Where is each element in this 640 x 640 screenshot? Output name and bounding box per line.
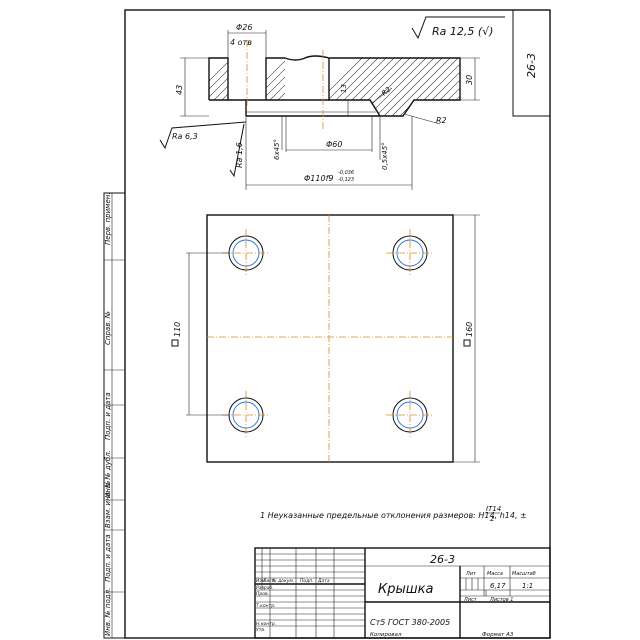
section-view: Φ26 4 отв 43 30 13 R2 R2 6х45° Φ60 0,5х4… [159,23,480,190]
row-label-doc: № докум. [271,578,294,584]
row-label-date: Дата [317,578,330,584]
role-ncontrol: Н.контр. [256,621,276,627]
note-text: 1 Неуказанные предельные отклонения разм… [260,511,527,520]
roughness-general: Ra 12,5 (√) [411,16,505,40]
role-checker: Пров. [256,591,269,597]
side-stamp-7: Инв. № подл. [104,588,112,636]
dim-d110: Φ110f9 [304,174,333,183]
drawing-number-top: 26-3 [525,53,538,78]
dim-chamfer-6x45: 6х45° [273,139,281,160]
technical-note: 1 Неуказанные предельные отклонения разм… [260,505,527,523]
plate-outline [206,214,454,463]
row-label-izm: Изм [256,578,266,584]
dim-d110-lower: -0,123 [338,177,354,183]
sheets-label: Листов 1 [489,597,513,603]
dim-sq110: 110 [173,322,182,337]
number-box [512,9,551,117]
side-stamp-strip [103,192,126,639]
dim-chamfer-05x45: 0,5х45° [381,142,389,170]
part-name: Крышка [378,582,433,597]
dim-r2-b: R2 [436,116,447,125]
side-stamp-5: Взам. инв. № [104,480,112,528]
format-label: Формат А3 [482,632,514,638]
dim-d60: Φ60 [326,140,342,149]
dim-h13: 13 [340,84,348,93]
col-mass: Масса [487,571,503,577]
dim-h30: 30 [465,75,474,85]
dim-holes: 4 отв [230,38,252,47]
sheet-label: Лист [463,597,478,603]
copied-label: Копировал [370,632,402,638]
scale-value: 1:1 [522,582,533,590]
hole-bottom-right [386,391,434,439]
side-stamp-4: Инв. № дубл. [104,450,112,498]
row-label-list: Лист [262,578,275,584]
side-stamp-1: Перв. примен. [104,192,112,245]
dim-d110-upper: -0,036 [338,170,354,176]
side-stamp-6: Подп. и дата [104,534,112,582]
col-lit: Лит [465,571,477,577]
dim-sq160: 160 [465,322,474,337]
material: Ст5 ГОСТ 380-2005 [370,618,450,627]
title-drawing-number: 26-3 [430,553,455,566]
role-approved: Утв. [256,627,265,633]
side-stamp-2: Справ. № [104,311,112,345]
col-scale: Масштаб [512,571,536,577]
roughness-left: Ra 6,3 [172,132,198,141]
hole-top-right [386,229,434,277]
role-tcontrol: Т.контр. [256,603,276,609]
roughness-bottom: Ra 1,6 [235,142,244,168]
dim-h43: 43 [175,85,184,95]
mass-value: 6,17 [490,582,506,590]
side-stamp-3: Подп. и дата [104,392,112,440]
role-developer: Разраб. [256,585,274,591]
side-stamp-labels: Перв. примен. Справ. № Подп. и дата Инв.… [104,192,112,636]
top-view: 110 160 [171,214,480,463]
note-fraction-bottom: 2 [490,515,495,523]
title-block: Крышка 26-3 Крышка Ст5 ГОСТ 380-2005 Лит… [254,547,551,639]
dim-d26: Φ26 [236,23,252,32]
row-label-sign: Подп. [300,578,314,584]
roughness-general-text: Ra 12,5 (√) [432,25,493,38]
note-fraction-top: IT14 [486,505,501,513]
